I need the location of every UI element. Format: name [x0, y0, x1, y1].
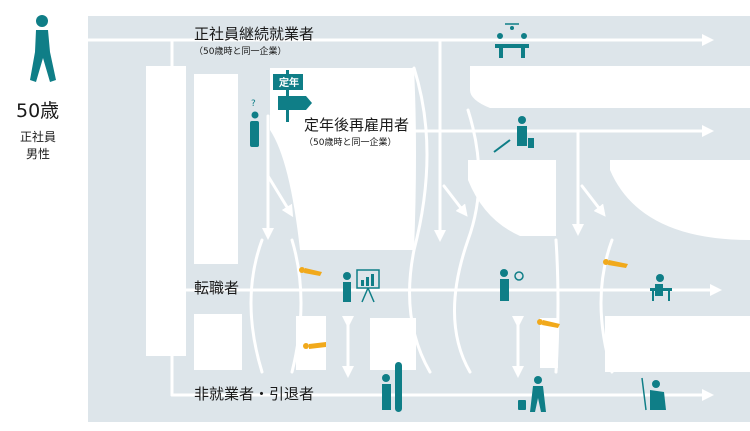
label-reemployed: 定年後再雇用者 — [304, 116, 410, 134]
person-gender: 男性 — [25, 147, 50, 161]
question-mark: ? — [251, 99, 256, 109]
label-job-change: 転職者 — [194, 279, 240, 297]
arrow-diag-3 — [580, 184, 606, 217]
curve-6 — [599, 238, 614, 374]
worker-icon — [493, 116, 534, 153]
chef-icon — [500, 269, 524, 301]
falling-person-icon-1 — [299, 267, 322, 276]
surfer-icon — [382, 362, 402, 412]
label-continuing: 正社員継続就業者 — [194, 25, 315, 43]
falling-person-icon-2 — [303, 342, 326, 349]
curve-5 — [554, 238, 560, 374]
gardener-icon — [641, 377, 666, 411]
retirement-signpost-icon: 定年 — [273, 70, 312, 122]
road-blocks — [146, 66, 750, 372]
desk-worker-icon — [650, 274, 672, 301]
thinking-person-icon: ? — [250, 99, 259, 147]
walking-person-icon — [30, 15, 56, 82]
presenter-icon — [343, 269, 380, 303]
label-continuing-sub: （50歳時と同一企業） — [194, 47, 287, 57]
curve-4 — [290, 238, 303, 374]
person-age: 50歳 — [16, 100, 60, 122]
person-employment: 正社員 — [19, 130, 56, 144]
arrow-diag-sign — [266, 174, 294, 218]
label-reemployed-sub: （50歳時と同一企業） — [304, 138, 397, 148]
teamwork-icon — [495, 23, 529, 58]
traveler-icon — [518, 376, 546, 412]
falling-person-icon-3 — [537, 319, 560, 328]
curve-2 — [453, 108, 481, 374]
falling-person-icon-4 — [603, 259, 628, 268]
signpost-label: 定年 — [279, 76, 299, 89]
curve-1 — [408, 66, 432, 374]
person-description: 正社員 男性 — [17, 129, 59, 163]
label-retired: 非就業者・引退者 — [194, 385, 315, 403]
arrow-diag-2 — [442, 184, 468, 217]
curve-3 — [249, 238, 264, 374]
path-arrows — [86, 34, 722, 401]
